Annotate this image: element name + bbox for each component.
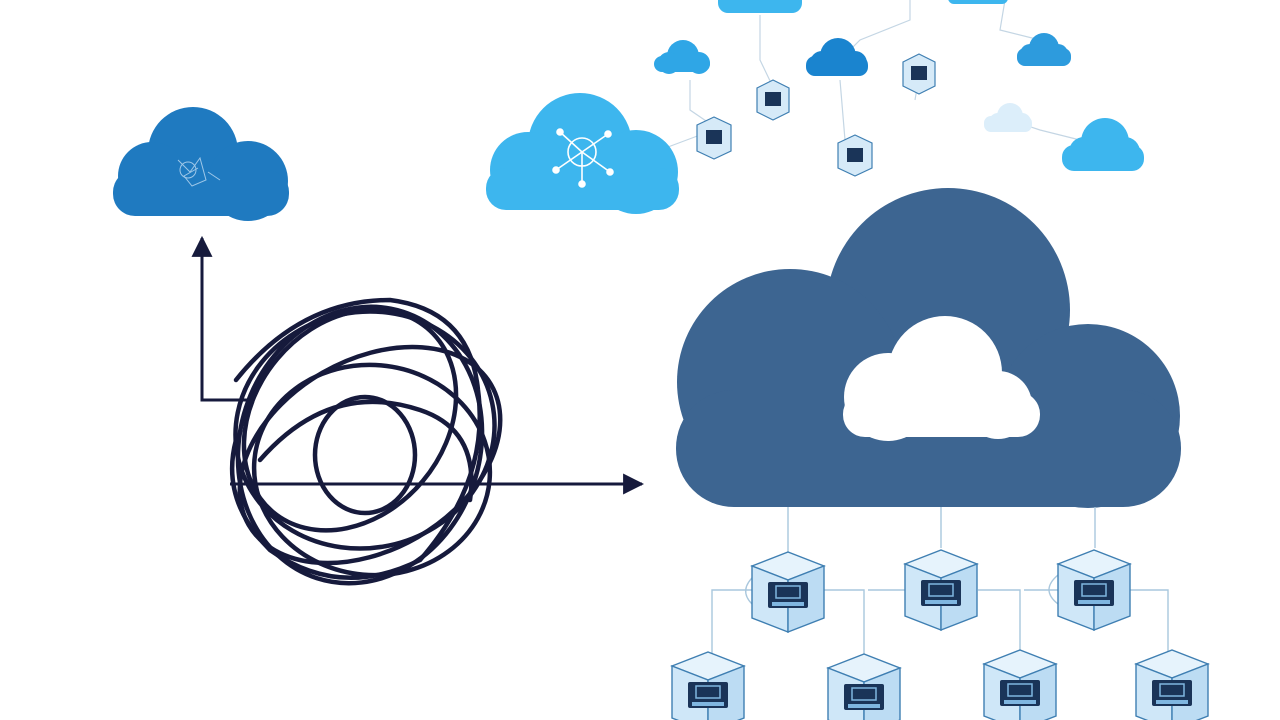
server-cube-icon: [670, 651, 746, 720]
server-screen-icon: [1074, 580, 1114, 606]
server-screen-icon: [921, 580, 961, 606]
server-screen-icon: [1000, 680, 1040, 706]
cloud-icon: [1017, 33, 1071, 66]
arrow-up-icon: [191, 235, 250, 402]
top-cloud-cluster: [654, 0, 1144, 171]
cloud-icon: [948, 0, 1008, 4]
server-screen-icon: [1152, 680, 1192, 706]
small-cloud-left: [113, 107, 289, 221]
inner-cloud-icon: [843, 316, 1040, 441]
server-cube-icon: [902, 53, 936, 95]
network-scribble-icon: [177, 156, 221, 187]
cloud-icon: [654, 40, 710, 74]
cloud-icon: [1062, 118, 1144, 171]
cloud-icon: [984, 103, 1032, 132]
server-cube-icon: [750, 551, 826, 634]
network-cloud-icon: [113, 107, 289, 221]
server-cube-icon: [756, 79, 790, 121]
tangled-knot-icon: [229, 297, 503, 586]
server-screen-icon: [688, 682, 728, 708]
top-cube-cluster: [696, 53, 936, 177]
network-hub-cloud-icon: [486, 93, 679, 214]
server-screen-icon: [844, 684, 884, 710]
cloud-icon: [718, 0, 802, 13]
server-cube-network: [670, 507, 1210, 720]
server-cube-icon: [982, 649, 1058, 720]
server-cube-icon: [1056, 549, 1132, 632]
cloud-icon: [806, 38, 868, 76]
server-cubes: [670, 549, 1210, 720]
network-hub-icon: [552, 128, 614, 188]
server-cube-icon: [837, 134, 873, 177]
server-screen-icon: [768, 582, 808, 608]
mid-cloud: [486, 93, 679, 214]
server-cube-icon: [826, 653, 902, 720]
main-cloud: [676, 188, 1181, 508]
server-cube-icon: [1134, 649, 1210, 720]
server-cube-icon: [903, 549, 979, 632]
server-cube-icon: [696, 116, 732, 160]
